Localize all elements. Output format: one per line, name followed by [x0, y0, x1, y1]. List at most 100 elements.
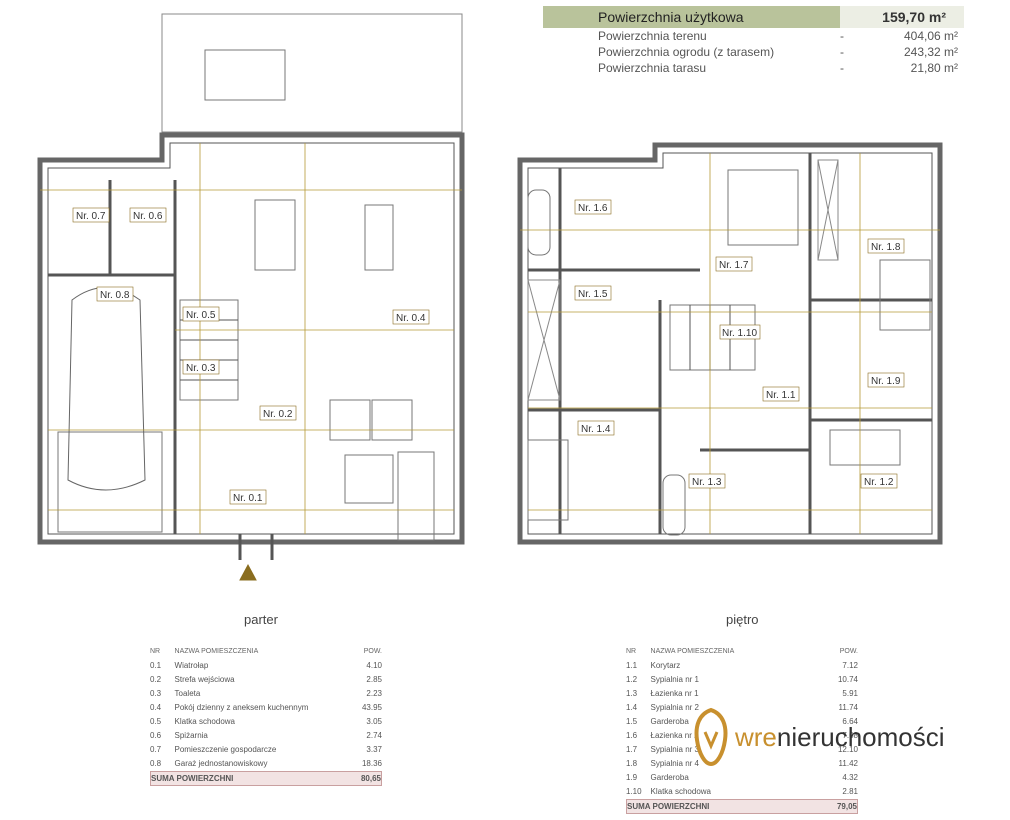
table-header: NR NAZWA POMIESZCZENIA POW.	[150, 645, 382, 659]
ground-room-labels: Nr. 0.1 Nr. 0.2 Nr. 0.3 Nr. 0.4 Nr. 0.5 …	[72, 207, 430, 505]
sum-value: 80,65	[360, 774, 381, 783]
summary-row-label: Powierzchnia terenu	[598, 29, 707, 43]
cell-area: 3.05	[366, 717, 382, 726]
room-label: Nr. 1.4	[581, 424, 611, 435]
cell-name: Łazienka nr 2	[650, 731, 699, 740]
summary-row-value: 404,06 m²	[903, 29, 958, 43]
usable-area-label: Powierzchnia użytkowa	[543, 6, 840, 28]
cell-nr: 0.6	[150, 731, 162, 740]
bed	[527, 439, 569, 521]
cell-nr: 0.7	[150, 745, 162, 754]
upper-inner-wall	[527, 152, 933, 535]
room-label: Nr. 0.1	[233, 493, 263, 504]
cell-nr: 1.3	[626, 689, 638, 698]
bathtub	[527, 189, 551, 256]
cell-nr: 1.1	[626, 661, 638, 670]
cell-name: Sypialnia nr 4	[650, 759, 699, 768]
sum-label: SUMA POWIERZCHNI	[151, 774, 234, 783]
bed	[829, 429, 901, 466]
cell-name: Pokój dzienny z aneksem kuchennym	[174, 703, 309, 712]
stairs-ground	[179, 299, 239, 401]
upper-outer-wall	[517, 142, 943, 545]
cell-name: Spiżarnia	[174, 731, 208, 740]
room-label: Nr. 0.8	[100, 290, 130, 301]
table-sum-row: SUMA POWIERZCHNI 79,05	[626, 799, 858, 814]
cell-nr: 1.2	[626, 675, 638, 684]
cell-name: Strefa wejściowa	[174, 675, 235, 684]
room-label: Nr. 1.10	[722, 328, 757, 339]
room-label: Nr. 0.2	[263, 409, 293, 420]
room-label: Nr. 1.6	[578, 203, 608, 214]
cell-name: Sypialnia nr 2	[650, 703, 699, 712]
table-sum-row: SUMA POWIERZCHNI 80,65	[150, 771, 382, 786]
bathtub	[662, 474, 686, 536]
cell-area: 5.91	[842, 689, 858, 698]
cell-nr: 0.8	[150, 759, 162, 768]
summary-row-label: Powierzchnia tarasu	[598, 61, 707, 75]
room-label: Nr. 1.8	[871, 242, 901, 253]
wardrobe	[527, 279, 561, 401]
summary-row-dash: -	[840, 29, 844, 43]
cell-nr: 0.5	[150, 717, 162, 726]
ground-floor-caption: parter	[244, 612, 278, 627]
room-label: Nr. 0.7	[76, 211, 106, 222]
summary-row-dash: -	[840, 61, 844, 75]
header-area: POW.	[363, 648, 382, 655]
cell-area: 18.36	[361, 759, 382, 768]
cell-nr: 0.1	[150, 661, 162, 670]
header-name: NAZWA POMIESZCZENIA	[650, 648, 735, 655]
ground-inner-wall	[47, 142, 455, 535]
cell-area: 12.10	[837, 745, 858, 754]
cell-nr: 0.3	[150, 689, 162, 698]
entrance-arrow-icon	[239, 563, 257, 581]
table-row: 0.7 Pomieszczenie gospodarcze 3.37	[150, 743, 382, 757]
cell-name: Korytarz	[650, 661, 681, 670]
room-label: Nr. 0.4	[396, 313, 426, 324]
cell-area: 11.74	[838, 703, 858, 712]
armchair	[329, 399, 371, 441]
table-header: NR NAZWA POMIESZCZENIA POW.	[626, 645, 858, 659]
brand-prefix: wre	[735, 721, 777, 752]
room-label: Nr. 1.5	[578, 289, 608, 300]
summary-row-value: 243,32 m²	[903, 45, 958, 59]
ground-outer-wall	[37, 132, 465, 545]
usable-area-value: 159,70 m²	[840, 6, 964, 28]
room-label: Nr. 1.1	[766, 390, 796, 401]
cell-name: Garderoba	[650, 773, 689, 782]
car-outline	[67, 287, 146, 491]
cell-area: 4.32	[842, 773, 858, 782]
room-label: Nr. 1.9	[871, 376, 901, 387]
terrace-table	[204, 49, 286, 101]
summary-row-dash: -	[840, 45, 844, 59]
brand-watermark: wrenieruchomości	[693, 706, 945, 768]
sum-label: SUMA POWIERZCHNI	[627, 802, 710, 811]
cell-area: 43.95	[361, 703, 382, 712]
cell-area: 7.08	[842, 731, 858, 740]
header-area: POW.	[839, 648, 858, 655]
brand-name: wrenieruchomości	[735, 722, 945, 753]
summary-row-value: 21,80 m²	[910, 61, 958, 75]
upper-room-labels: Nr. 1.1 Nr. 1.2 Nr. 1.3 Nr. 1.4 Nr. 1.5 …	[574, 199, 905, 489]
summary-row-label: Powierzchnia ogrodu (z tarasem)	[598, 45, 775, 59]
cell-area: 2.85	[366, 675, 382, 684]
cell-name: Pomieszczenie gospodarcze	[174, 745, 277, 754]
cell-nr: 1.5	[626, 717, 638, 726]
wardrobe	[817, 159, 839, 261]
cell-area: 2.81	[842, 787, 858, 796]
cell-nr: 1.7	[626, 745, 638, 754]
cell-nr: 1.6	[626, 731, 638, 740]
wardrobe-cross	[817, 159, 839, 261]
cell-area: 11.42	[838, 759, 858, 768]
cell-area: 3.37	[366, 745, 382, 754]
